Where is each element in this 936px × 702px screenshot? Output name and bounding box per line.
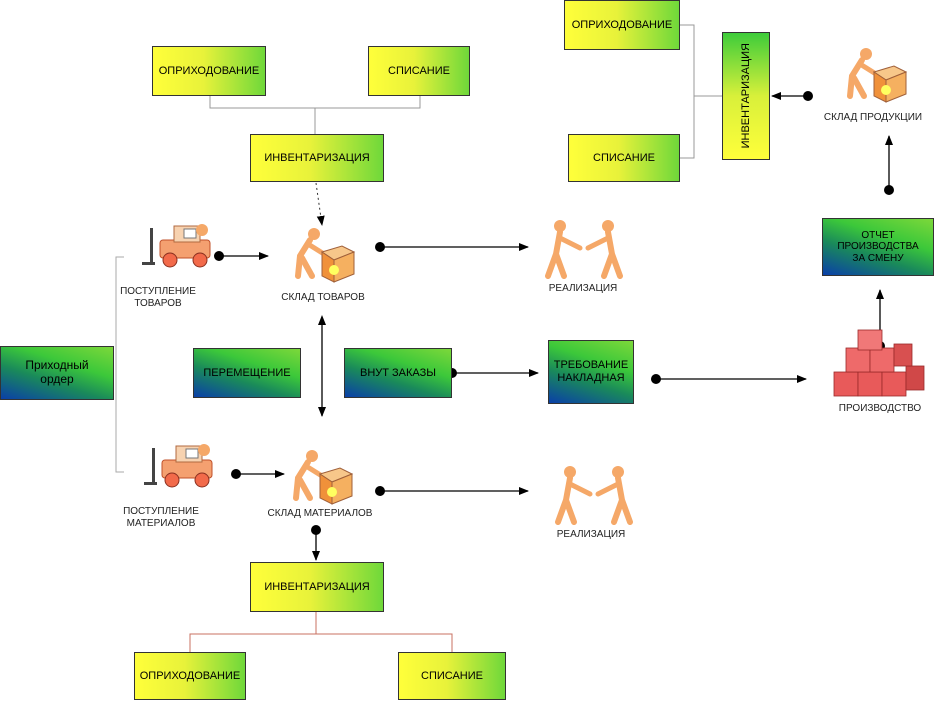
label-postuplenie-materialov: ПОСТУПЛЕНИЕ МАТЕРИАЛОВ xyxy=(123,506,199,529)
label-sklad-materialov: СКЛАД МАТЕРИАЛОВ xyxy=(267,508,373,519)
box-inventarizaciya-right: ИНВЕНТАРИЗАЦИЯ xyxy=(722,32,770,160)
box-label: ОПРИХОДОВАНИЕ xyxy=(571,18,673,31)
worker-with-box-icon xyxy=(296,450,352,504)
box-label: ОПРИХОДОВАНИЕ xyxy=(139,669,241,682)
connector-top-tree xyxy=(209,96,421,138)
box-vnut-zakazy: ВНУТ ЗАКАЗЫ xyxy=(344,348,452,398)
box-label: ВНУТ ЗАКАЗЫ xyxy=(359,366,437,379)
arrow-dot xyxy=(375,242,385,252)
box-label: СПИСАНИЕ xyxy=(421,669,483,682)
arrow-dot xyxy=(231,469,241,479)
connector-right-tree xyxy=(680,24,722,159)
worker-with-box-icon xyxy=(850,48,906,102)
box-trebovanie-nakladnaya: ТРЕБОВАНИЕ НАКЛАДНАЯ xyxy=(548,340,634,404)
box-peremeshenie: ПЕРЕМЕЩЕНИЕ xyxy=(193,348,301,398)
label-sklad-produkcii: СКЛАД ПРОДУКЦИИ xyxy=(823,112,923,123)
label-proizvodstvo: ПРОИЗВОДСТВО xyxy=(838,403,922,414)
box-label: ПЕРЕМЕЩЕНИЕ xyxy=(203,366,291,379)
connector-left-bracket xyxy=(115,256,124,473)
box-spisanie-top: СПИСАНИЕ xyxy=(368,46,470,96)
box-oprihodovanie-right: ОПРИХОДОВАНИЕ xyxy=(564,0,680,50)
box-prihodny-order: Приходный ордер xyxy=(0,346,114,400)
arrow-dot xyxy=(214,251,224,261)
box-label: ИНВЕНТАРИЗАЦИЯ xyxy=(264,151,370,164)
box-spisanie-right: СПИСАНИЕ xyxy=(568,134,680,182)
handshake-people-icon xyxy=(548,220,620,276)
box-label: ОТЧЕТ ПРОИЗВОДСТВА ЗА СМЕНУ xyxy=(837,229,919,264)
arrow-dot xyxy=(803,91,813,101)
box-label: СПИСАНИЕ xyxy=(388,64,450,77)
label-realizaciya-bottom: РЕАЛИЗАЦИЯ xyxy=(556,529,626,540)
box-label: ОПРИХОДОВАНИЕ xyxy=(158,64,260,77)
box-otchet-proizvodstva: ОТЧЕТ ПРОИЗВОДСТВА ЗА СМЕНУ xyxy=(822,218,934,276)
handshake-people-icon xyxy=(558,466,630,522)
box-label: ТРЕБОВАНИЕ НАКЛАДНАЯ xyxy=(553,359,629,384)
forklift-icon xyxy=(143,443,213,488)
arrow-dot xyxy=(375,486,385,496)
label-sklad-tovarov: СКЛАД ТОВАРОВ xyxy=(281,292,365,303)
connector-bottom-tree xyxy=(189,612,453,652)
box-oprihodovanie-top: ОПРИХОДОВАНИЕ xyxy=(152,46,266,96)
box-inventarizaciya-bottom: ИНВЕНТАРИЗАЦИЯ xyxy=(250,562,384,612)
box-spisanie-bottom: СПИСАНИЕ xyxy=(398,652,506,700)
arrow-dot xyxy=(311,525,321,535)
connector-inv-to-sklad-tov xyxy=(315,182,325,226)
stacked-cubes-icon xyxy=(833,329,925,397)
box-label: ИНВЕНТАРИЗАЦИЯ xyxy=(264,580,370,593)
box-oprihodovanie-bottom: ОПРИХОДОВАНИЕ xyxy=(134,652,246,700)
box-label: ИНВЕНТАРИЗАЦИЯ xyxy=(739,43,752,149)
forklift-icon xyxy=(141,223,211,268)
box-inventarizaciya-top: ИНВЕНТАРИЗАЦИЯ xyxy=(250,134,384,182)
arrow-dot xyxy=(651,374,661,384)
box-label: Приходный ордер xyxy=(25,358,89,386)
arrow-dot xyxy=(884,185,894,195)
box-label: СПИСАНИЕ xyxy=(593,151,655,164)
label-realizaciya-top: РЕАЛИЗАЦИЯ xyxy=(548,283,618,294)
worker-with-box-icon xyxy=(298,228,354,282)
label-postuplenie-tovarov: ПОСТУПЛЕНИЕ ТОВАРОВ xyxy=(120,286,196,309)
